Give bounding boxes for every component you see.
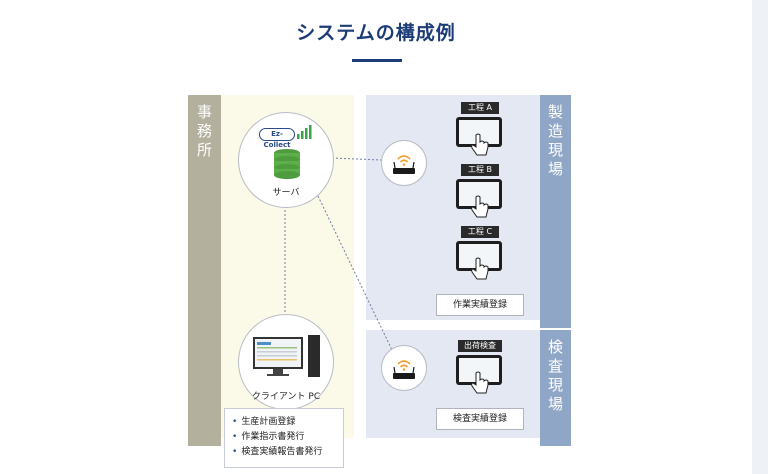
client-pc-node: クライアント PC: [238, 314, 334, 410]
router-inspection: [381, 345, 427, 391]
factory-zone-label: 製造現場: [540, 95, 571, 328]
office-zone-label: 事務所: [188, 95, 221, 446]
hand-pointer-icon: [471, 257, 489, 280]
hand-pointer-icon: [471, 371, 489, 394]
wifi-router-icon: [393, 360, 415, 379]
list-item: 作業指示書発行: [232, 430, 343, 445]
router-factory: [381, 140, 427, 186]
signal-bars-icon: [297, 125, 312, 139]
office-zone-text: 事務所: [196, 103, 212, 159]
process-b-tag: 工程 B: [461, 164, 499, 176]
page-title: システムの構成例: [296, 22, 456, 44]
inspection-tag: 出荷検査: [458, 340, 502, 352]
database-icon: [274, 149, 300, 179]
factory-zone-text: 製造現場: [547, 103, 563, 178]
server-node: Ez-Collect サーバ: [238, 112, 334, 208]
server-router2-line: [317, 195, 393, 351]
hand-pointer-icon: [471, 133, 489, 156]
client-pc-label: クライアント PC: [251, 392, 321, 402]
server-router1-line: [331, 157, 382, 161]
process-c-tag: 工程 C: [461, 226, 499, 238]
hand-pointer-icon: [471, 195, 489, 218]
inspection-zone-label: 検査現場: [540, 330, 571, 446]
inspection-zone-text: 検査現場: [547, 338, 563, 413]
process-a-tag: 工程 A: [461, 102, 499, 114]
desktop-pc-icon: [253, 335, 320, 377]
list-item: 生産計画登録: [232, 415, 343, 430]
title-underline: [352, 59, 402, 62]
tablet-process-b: [456, 179, 502, 209]
server-label: サーバ: [272, 188, 300, 198]
wifi-router-icon: [393, 155, 415, 174]
inspection-action-box: 検査実績登録: [436, 408, 524, 430]
client-task-list: 生産計画登録 作業指示書発行 検査実績報告書発行: [224, 408, 344, 468]
list-item: 検査実績報告書発行: [232, 445, 343, 460]
ez-collect-logo: Ez-Collect: [259, 125, 315, 149]
factory-action-box: 作業実績登録: [436, 294, 524, 316]
